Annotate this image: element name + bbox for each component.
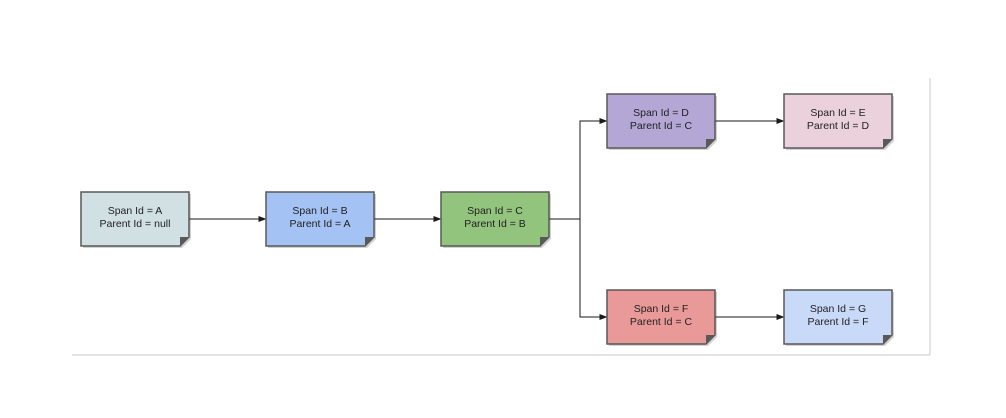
node-span-id-label: Span Id = C — [467, 205, 523, 217]
node-fold — [883, 139, 892, 148]
node-parent-id-label: Parent Id = null — [100, 218, 171, 230]
node-fold — [706, 139, 715, 148]
node-span-id-label: Span Id = E — [810, 107, 865, 119]
node-fold — [540, 237, 549, 246]
node-span-id-label: Span Id = A — [108, 205, 163, 217]
edge-c-to-d — [549, 118, 608, 220]
node-parent-id-label: Parent Id = C — [630, 120, 693, 132]
node-span-id-label: Span Id = G — [810, 303, 866, 315]
node-span-id-label: Span Id = B — [292, 205, 347, 217]
node-parent-id-label: Parent Id = C — [630, 316, 693, 328]
node-span-id-label: Span Id = D — [633, 107, 689, 119]
node-parent-id-label: Parent Id = F — [808, 316, 869, 328]
node-parent-id-label: Parent Id = A — [289, 218, 350, 230]
edge-c-to-f — [549, 218, 608, 320]
node-span-id-label: Span Id = F — [634, 303, 689, 315]
edges-layer — [189, 118, 785, 320]
node-fold — [706, 335, 715, 344]
node-parent-id-label: Parent Id = B — [464, 218, 526, 230]
node-fold — [365, 237, 374, 246]
node-fold — [180, 237, 189, 246]
node-fold — [883, 335, 892, 344]
node-parent-id-label: Parent Id = D — [807, 120, 870, 132]
